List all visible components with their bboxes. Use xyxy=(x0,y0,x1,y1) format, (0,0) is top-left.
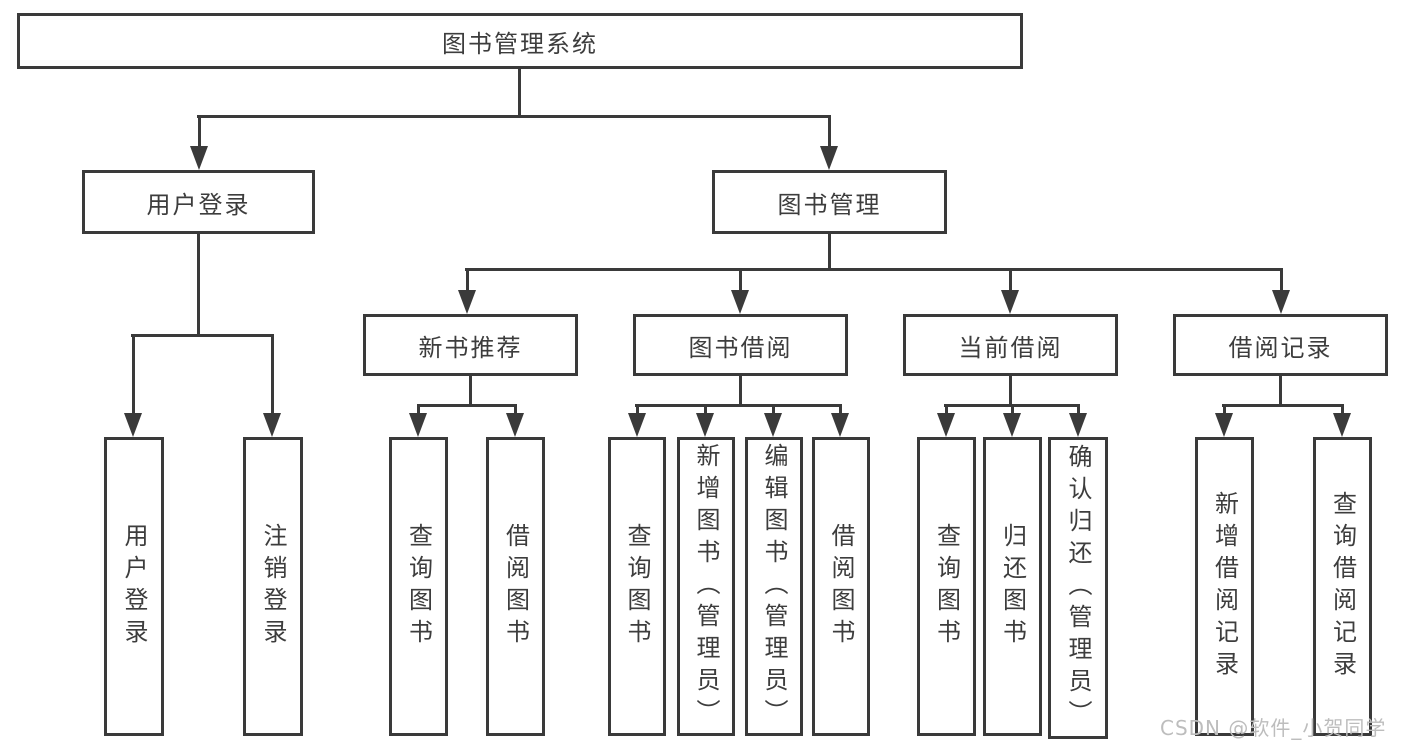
node-leaf-logout: 注销登录 xyxy=(243,437,303,736)
node-leaf-query-book-1-label: 查询图书 xyxy=(404,522,433,651)
node-leaf-borrow-book-1-label: 借阅图书 xyxy=(501,522,530,651)
connector-vline xyxy=(1009,268,1012,292)
connector-hline xyxy=(465,268,1283,271)
arrowhead-icon xyxy=(831,413,849,437)
arrowhead-icon xyxy=(263,413,281,437)
connector-vline xyxy=(1279,376,1282,406)
connector-vline xyxy=(198,115,201,148)
arrowhead-icon xyxy=(458,290,476,314)
connector-vline xyxy=(1009,376,1012,406)
arrowhead-icon xyxy=(506,413,524,437)
node-new-book-recommend: 新书推荐 xyxy=(363,314,578,376)
arrowhead-icon xyxy=(820,146,838,170)
arrowhead-icon xyxy=(1003,413,1021,437)
connector-hline xyxy=(131,334,274,337)
connector-vline xyxy=(828,234,831,270)
node-leaf-confirm-return-label: 确认归还（管理员） xyxy=(1064,444,1092,732)
arrowhead-icon xyxy=(1001,290,1019,314)
node-leaf-add-book-label: 新增图书（管理员） xyxy=(692,442,720,731)
connector-vline xyxy=(271,334,274,415)
arrowhead-icon xyxy=(628,413,646,437)
connector-vline xyxy=(1077,404,1080,416)
connector-vline xyxy=(704,404,707,416)
connector-vline xyxy=(469,376,472,406)
node-leaf-query-record: 查询借阅记录 xyxy=(1313,437,1372,736)
connector-vline xyxy=(828,115,831,148)
connector-hline xyxy=(197,115,831,118)
node-leaf-edit-book-label: 编辑图书（管理员） xyxy=(760,442,788,731)
node-library-system: 图书管理系统 xyxy=(17,13,1023,69)
node-current-borrowing: 当前借阅 xyxy=(903,314,1118,376)
connector-vline xyxy=(1341,404,1344,416)
node-leaf-query-book-1: 查询图书 xyxy=(389,437,448,736)
connector-vline xyxy=(772,404,775,416)
node-leaf-borrow-book-1: 借阅图书 xyxy=(486,437,545,736)
node-leaf-return-book: 归还图书 xyxy=(983,437,1042,736)
connector-hline xyxy=(1222,404,1344,407)
arrowhead-icon xyxy=(1333,413,1351,437)
connector-vline xyxy=(739,376,742,406)
node-book-management: 图书管理 xyxy=(712,170,947,234)
node-leaf-user-login-label: 用户登录 xyxy=(120,522,148,651)
node-book-management-label: 图书管理 xyxy=(777,190,882,219)
node-leaf-borrow-book-2: 借阅图书 xyxy=(812,437,870,736)
connector-vline xyxy=(197,234,200,336)
node-borrowing-records: 借阅记录 xyxy=(1173,314,1388,376)
node-leaf-user-login: 用户登录 xyxy=(104,437,164,736)
connector-vline xyxy=(1280,268,1283,292)
node-book-borrowing: 图书借阅 xyxy=(633,314,848,376)
node-leaf-query-record-label: 查询借阅记录 xyxy=(1328,490,1357,683)
connector-vline xyxy=(1011,404,1014,416)
connector-vline xyxy=(466,268,469,292)
node-leaf-query-book-3: 查询图书 xyxy=(917,437,976,736)
arrowhead-icon xyxy=(409,413,427,437)
node-leaf-query-book-2-label: 查询图书 xyxy=(623,522,651,651)
node-user-login: 用户登录 xyxy=(82,170,315,234)
node-leaf-edit-book: 编辑图书（管理员） xyxy=(745,437,803,736)
connector-hline xyxy=(417,404,517,407)
arrowhead-icon xyxy=(764,413,782,437)
arrowhead-icon xyxy=(124,413,142,437)
node-leaf-query-book-3-label: 查询图书 xyxy=(932,522,961,651)
arrowhead-icon xyxy=(1069,413,1087,437)
node-leaf-logout-label: 注销登录 xyxy=(259,522,287,651)
arrowhead-icon xyxy=(937,413,955,437)
node-leaf-add-record-label: 新增借阅记录 xyxy=(1210,490,1239,683)
node-leaf-query-book-2: 查询图书 xyxy=(608,437,666,736)
arrowhead-icon xyxy=(731,290,749,314)
node-leaf-add-book: 新增图书（管理员） xyxy=(677,437,735,736)
connector-vline xyxy=(514,404,517,416)
node-leaf-confirm-return: 确认归还（管理员） xyxy=(1048,437,1108,739)
watermark: CSDN @软件_小贺同学 xyxy=(1160,716,1387,740)
connector-vline xyxy=(417,404,420,416)
node-borrowing-records-label: 借阅记录 xyxy=(1228,333,1333,362)
node-leaf-return-book-label: 归还图书 xyxy=(998,522,1027,651)
node-book-borrowing-label: 图书借阅 xyxy=(688,333,793,362)
node-current-borrowing-label: 当前借阅 xyxy=(958,333,1063,362)
connector-vline xyxy=(945,404,948,416)
connector-vline xyxy=(636,404,639,416)
node-leaf-add-record: 新增借阅记录 xyxy=(1195,437,1254,736)
connector-vline xyxy=(839,404,842,416)
node-new-book-recommend-label: 新书推荐 xyxy=(418,333,523,362)
node-user-login-label: 用户登录 xyxy=(146,190,251,219)
connector-hline xyxy=(635,404,842,407)
connector-vline xyxy=(132,334,135,415)
arrowhead-icon xyxy=(1272,290,1290,314)
connector-vline xyxy=(518,69,521,118)
arrowhead-icon xyxy=(696,413,714,437)
node-library-system-label: 图书管理系统 xyxy=(442,29,598,58)
connector-vline xyxy=(739,268,742,292)
node-leaf-borrow-book-2-label: 借阅图书 xyxy=(827,522,855,651)
connector-vline xyxy=(1223,404,1226,416)
arrowhead-icon xyxy=(1215,413,1233,437)
arrowhead-icon xyxy=(190,146,208,170)
